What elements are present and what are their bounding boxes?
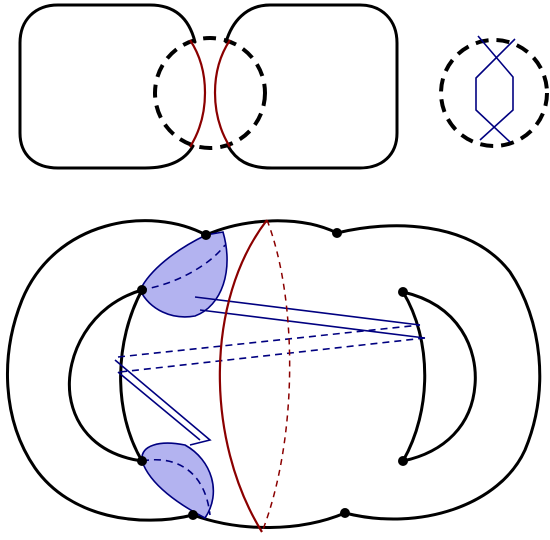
red-arc-left [189, 39, 206, 148]
left-hole-outer-arc [67, 288, 144, 463]
marked-point [188, 510, 198, 520]
left-hole-inner-arc [119, 288, 144, 463]
band-dashed-line-2 [119, 337, 426, 373]
band-line-lower-1 [114, 359, 212, 446]
disc-top-hidden-arc [139, 244, 226, 291]
braid-strand-1 [477, 35, 514, 141]
surface-outer-outline [5, 219, 542, 529]
red-meridian-front [218, 219, 268, 533]
red-meridian-back [261, 219, 291, 533]
marked-point [398, 287, 408, 297]
top-right-panel [439, 35, 549, 148]
marked-point [332, 228, 342, 238]
dashed-disc [153, 36, 267, 150]
right-hole-inner-arc [401, 290, 427, 463]
right-hole-outer-arc [401, 290, 477, 463]
marked-point [137, 285, 147, 295]
shaded-disc-bottom [141, 442, 215, 520]
bottom-panel [5, 219, 542, 533]
marked-point [398, 456, 408, 466]
left-blob [18, 3, 197, 170]
right-blob [224, 3, 399, 170]
disc-bottom-hidden-arc [141, 459, 211, 516]
red-arc-right [214, 39, 231, 148]
shaded-disc-top [139, 231, 228, 318]
dashed-disc [439, 38, 549, 148]
band-line-upper-2 [199, 309, 426, 339]
braid-strand-2 [475, 38, 516, 143]
band-line-upper-1 [194, 296, 421, 326]
band-dashed-line-1 [117, 324, 421, 358]
marked-point [340, 508, 350, 518]
top-left-panel [18, 3, 399, 170]
band-line-lower-2 [117, 371, 201, 441]
marked-point [201, 230, 211, 240]
marked-point [137, 456, 147, 466]
